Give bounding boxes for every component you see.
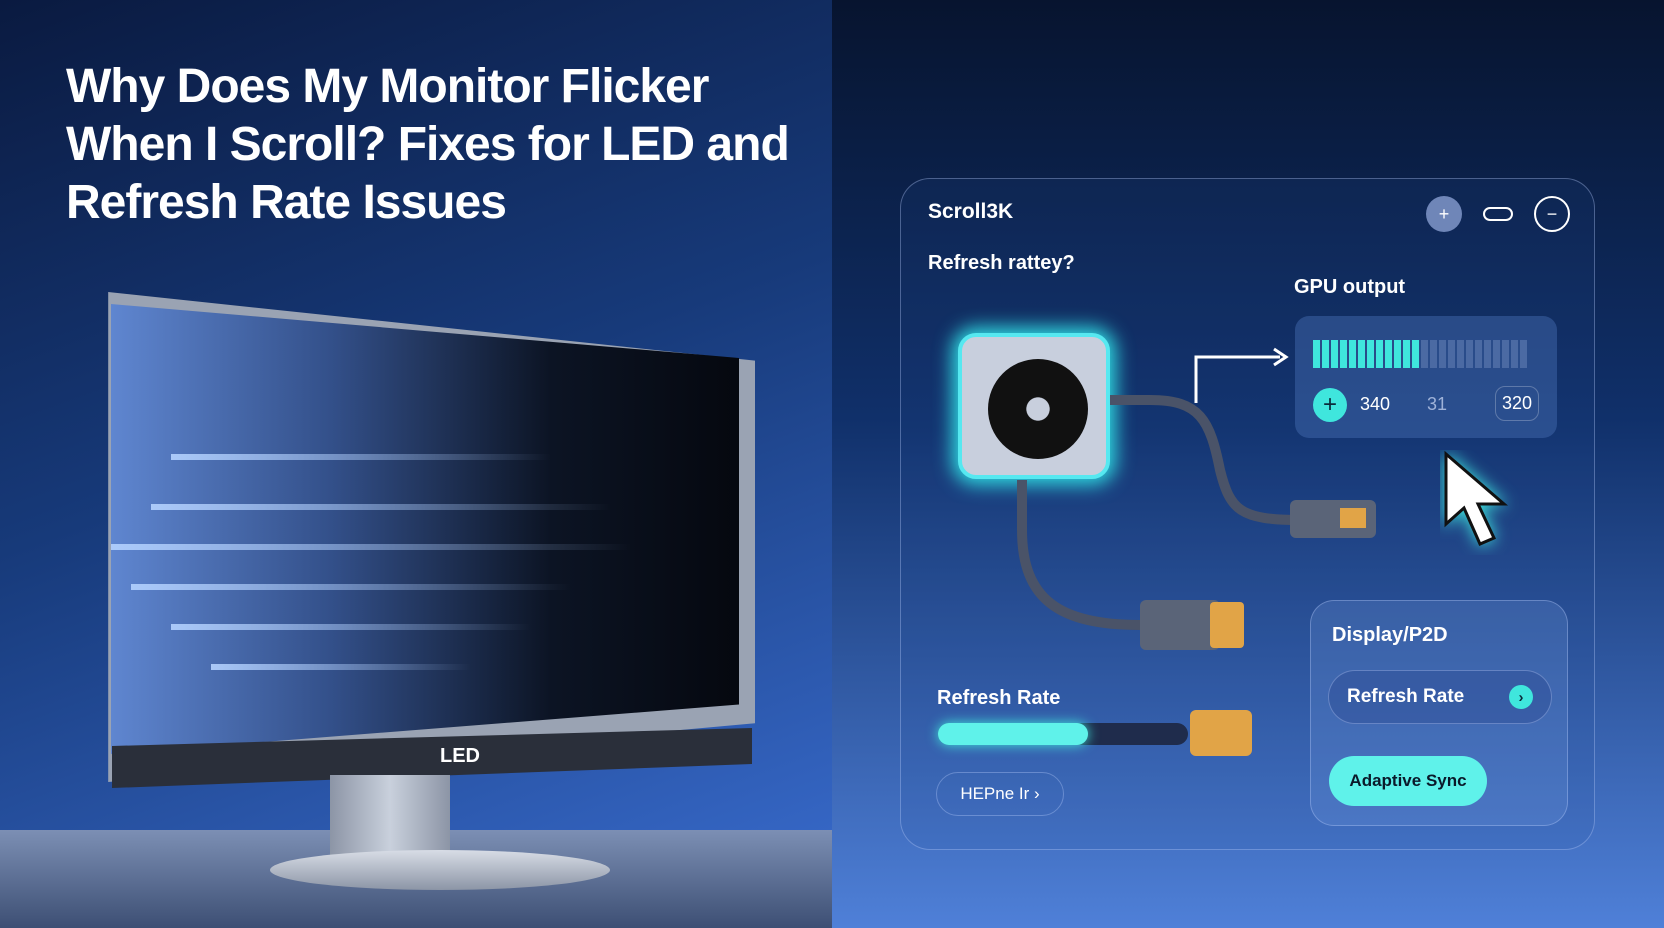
adaptive-sync-button[interactable]: Adaptive Sync xyxy=(1329,756,1487,806)
meter-segment xyxy=(1430,340,1437,368)
meter-segment xyxy=(1475,340,1482,368)
gpu-output-label: GPU output xyxy=(1294,276,1406,298)
question-label: Refresh rattey? xyxy=(928,252,1075,274)
meter-segment xyxy=(1385,340,1392,368)
arrow-icon xyxy=(1194,347,1289,403)
monitor-illustration xyxy=(95,292,755,792)
help-button[interactable]: HEPne Ir › xyxy=(936,772,1064,816)
plus-icon[interactable]: + xyxy=(1426,196,1462,232)
chevron-right-icon: › xyxy=(1509,685,1533,709)
meter-segment xyxy=(1322,340,1329,368)
help-button-label: HEPne Ir xyxy=(960,784,1030,803)
meter-segment xyxy=(1394,340,1401,368)
cursor-icon xyxy=(1444,450,1509,546)
gpu-value-box[interactable]: 320 xyxy=(1495,386,1540,421)
refresh-rate-button-label: Refresh Rate xyxy=(1347,686,1465,707)
fan-icon xyxy=(958,333,1110,479)
meter-segment xyxy=(1502,340,1509,368)
meter-segment xyxy=(1313,340,1320,368)
meter-segment xyxy=(1403,340,1410,368)
gpu-value: 340 xyxy=(1360,394,1391,414)
gpu-output-card: + 340 31 320 xyxy=(1295,316,1557,438)
meter-segment xyxy=(1457,340,1464,368)
slider-label: Refresh Rate xyxy=(937,687,1061,709)
refresh-rate-slider[interactable] xyxy=(938,723,1188,745)
add-icon[interactable]: + xyxy=(1313,388,1347,422)
gpu-level-meter xyxy=(1313,340,1527,368)
hdmi-connector xyxy=(1190,710,1252,756)
monitor-base xyxy=(270,850,610,890)
gpu-value: 31 xyxy=(1427,394,1448,414)
meter-segment xyxy=(1484,340,1491,368)
refresh-icon[interactable]: − xyxy=(1534,196,1570,232)
meter-segment xyxy=(1511,340,1518,368)
meter-segment xyxy=(1439,340,1446,368)
refresh-rate-button[interactable]: Refresh Rate › xyxy=(1328,670,1552,724)
cable-illustration xyxy=(1017,395,1376,650)
meter-segment xyxy=(1340,340,1347,368)
meter-segment xyxy=(1349,340,1356,368)
meter-segment xyxy=(1466,340,1473,368)
meter-segment xyxy=(1358,340,1365,368)
meter-segment xyxy=(1520,340,1527,368)
battery-icon[interactable] xyxy=(1480,196,1516,232)
meter-segment xyxy=(1331,340,1338,368)
meter-segment xyxy=(1421,340,1428,368)
meter-segment xyxy=(1412,340,1419,368)
meter-segment xyxy=(1367,340,1374,368)
meter-segment xyxy=(1493,340,1500,368)
headline: Why Does My Monitor Flicker When I Scrol… xyxy=(66,60,790,229)
meter-segment xyxy=(1448,340,1455,368)
monitor-brand-label: LED xyxy=(440,745,480,767)
meter-segment xyxy=(1376,340,1383,368)
app-title: Scroll3K xyxy=(928,200,1014,223)
hero-left: Why Does My Monitor Flicker When I Scrol… xyxy=(0,0,832,928)
display-card-title: Display/P2D xyxy=(1332,624,1448,646)
